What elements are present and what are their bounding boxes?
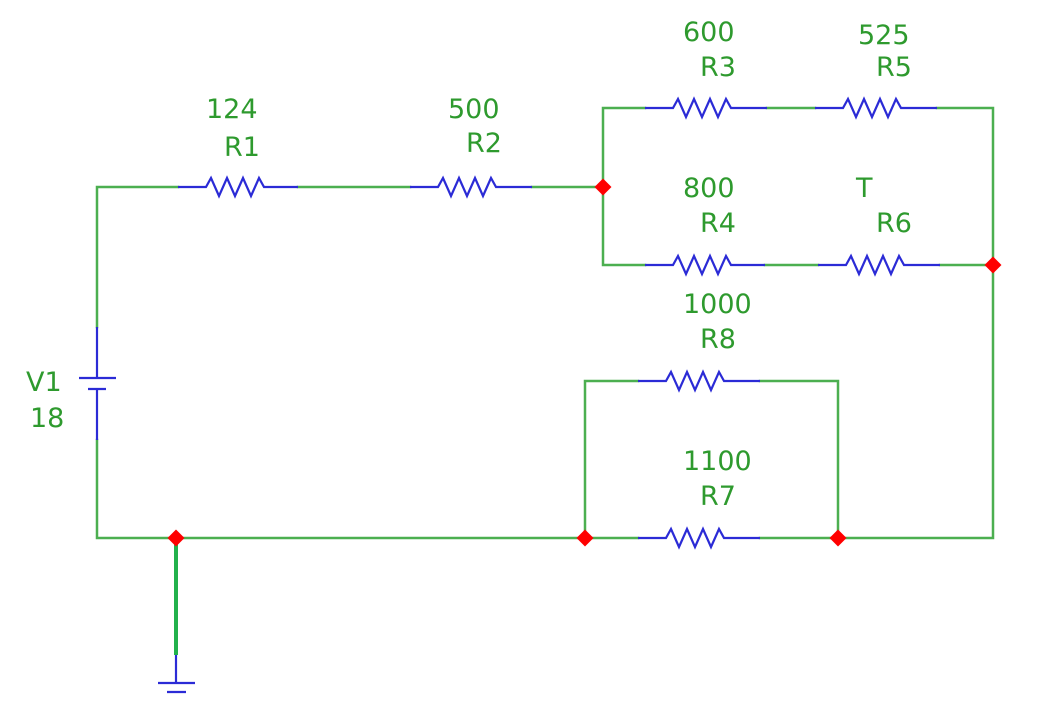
- r7-name: R7: [700, 481, 736, 512]
- junction-nodes: [167, 178, 1002, 547]
- resistor-r2-symbol: [410, 175, 532, 199]
- wire-r8-frame-left: [583, 379, 640, 540]
- ground-icon: [158, 655, 195, 694]
- node-a: [594, 178, 612, 196]
- node-ground: [167, 529, 185, 547]
- resistor-r8-symbol: [638, 369, 760, 393]
- node-d: [829, 529, 847, 547]
- wire-right-down: [836, 263, 995, 540]
- resistor-r1-symbol: [178, 175, 298, 199]
- r2-name: R2: [466, 128, 502, 159]
- wire-node-a-top-branch: [601, 106, 647, 189]
- wire-r5-right: [935, 106, 995, 267]
- resistor-r3-symbol: [645, 96, 767, 120]
- r6-value: T: [855, 173, 873, 204]
- resistor-r4-symbol: [645, 253, 765, 277]
- r8-name: R8: [700, 324, 736, 355]
- r2-value: 500: [448, 94, 500, 125]
- battery-v1-symbol: [79, 327, 116, 440]
- labels: 124 R1 500 R2 600 R3 525 R5 800 R4 T R6 …: [26, 17, 912, 512]
- wire-node-a-bottom-branch: [601, 185, 647, 267]
- resistor-r6-symbol: [818, 253, 940, 277]
- r1-value: 124: [206, 94, 258, 125]
- r8-value: 1000: [683, 289, 752, 320]
- r5-value: 525: [858, 20, 910, 51]
- node-c: [576, 529, 594, 547]
- r6-name: R6: [876, 208, 912, 239]
- r4-value: 800: [683, 173, 735, 204]
- r3-value: 600: [683, 17, 735, 48]
- wire-r8-frame-right: [758, 379, 840, 540]
- r5-name: R5: [876, 52, 912, 83]
- r4-name: R4: [700, 208, 736, 239]
- r3-name: R3: [700, 52, 736, 83]
- v1-value: 18: [30, 403, 64, 434]
- wires: [95, 106, 995, 540]
- wire-bottom-return: [95, 438, 587, 540]
- resistor-r5-symbol: [815, 96, 937, 120]
- v1-name: V1: [26, 367, 62, 398]
- r1-name: R1: [224, 132, 260, 163]
- r7-value: 1100: [683, 446, 752, 477]
- wire-left-top: [95, 185, 180, 329]
- resistor-r7-symbol: [638, 526, 760, 550]
- node-b: [984, 256, 1002, 274]
